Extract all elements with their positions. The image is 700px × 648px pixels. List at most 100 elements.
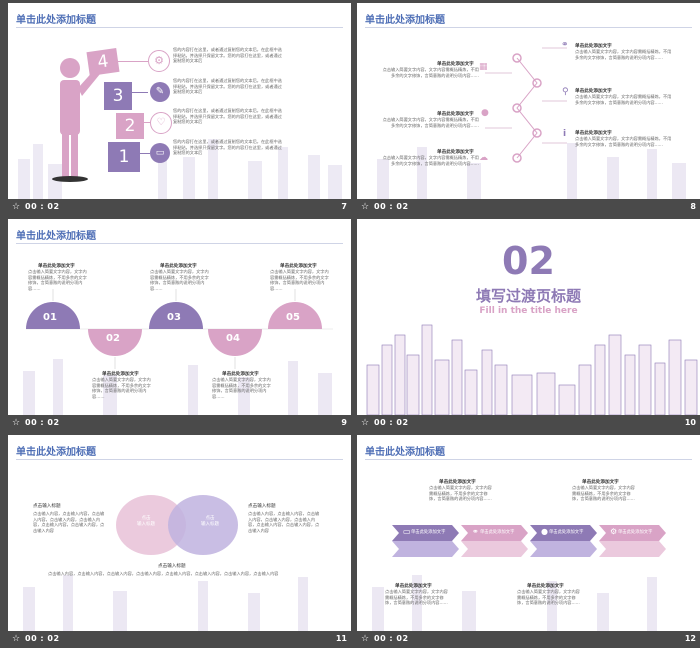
transition-time: 00 : 02 xyxy=(374,634,409,643)
star-icon[interactable]: ☆ xyxy=(361,634,370,644)
item-text: 点击输入简要文字内容，文字内容需概括精炼，不用多余的文字修饰，言简意赅的说明分项… xyxy=(382,67,479,78)
transition-time: 00 : 02 xyxy=(25,634,60,643)
semicircle-steps xyxy=(26,289,333,369)
slide-number: 7 xyxy=(341,202,347,211)
block-text: 点击输入内容，点击输入内容，点击输入内容，点击输入内容，点击输入内容，点击输入内… xyxy=(33,511,105,533)
item-text: 点击输入简要文字内容，文字内容需概括精炼，不用多余的文字修饰，言简意赅的说明分项… xyxy=(212,377,271,399)
star-icon[interactable]: ☆ xyxy=(12,418,21,428)
block-title: 点击输入标题 xyxy=(248,504,276,509)
share-icon: ⚭ xyxy=(472,527,479,536)
slide-title: 单击此处添加标题 xyxy=(365,447,445,458)
item-title: 单击此处添加文字 xyxy=(437,62,474,67)
person-figure-icon xyxy=(52,58,100,182)
step-box-3: 3 xyxy=(104,82,132,110)
star-icon[interactable]: ☆ xyxy=(361,202,370,212)
slide-number: 9 xyxy=(341,418,347,427)
item-title: 单击此处添加文字 xyxy=(575,44,612,49)
slide-number: 8 xyxy=(690,202,696,211)
transition-time: 00 : 02 xyxy=(25,202,60,211)
arrow-label: 单击此处添加文字 xyxy=(618,530,653,535)
item-title: 单击此处添加文字 xyxy=(437,112,474,117)
info-icon: i xyxy=(563,129,567,139)
pencil-icon: ✎ xyxy=(150,82,170,102)
heart-icon: ♡ xyxy=(150,112,172,134)
connector-line xyxy=(140,153,150,154)
item-title: 单击此处添加文字 xyxy=(437,150,474,155)
slide-title: 单击此处添加标题 xyxy=(16,15,96,26)
section-subtitle: Fill in the title here xyxy=(479,306,578,316)
arrow-label: 单击此处添加文字 xyxy=(549,530,584,535)
item-text: 点击输入简要文字内容，文字内容需概括精炼，不用多余的文字修饰，言简意赅的说明分项… xyxy=(385,589,448,606)
gear-icon: ⚙ xyxy=(610,527,618,536)
chart-icon: ▦ xyxy=(479,62,488,72)
item-text: 点击输入简要文字内容，文字内容需概括精炼，不用多余的文字修饰，言简意赅的说明分项… xyxy=(382,155,479,166)
slide-thumbnail-10[interactable]: 02 填写过渡页标题 Fill in the title here ☆ 00 :… xyxy=(357,219,700,431)
block-title: 点击输入标题 xyxy=(33,504,61,509)
city-skyline-graphic xyxy=(23,359,332,415)
right-circle-label: 点击 输入标题 xyxy=(201,516,219,527)
step-text-2: 您的内容打在这里，或者通过复制您的文本后，在此框中选择粘贴，并选择只保留文字。您… xyxy=(173,108,282,125)
connector-line xyxy=(118,61,148,62)
slide-title: 单击此处添加标题 xyxy=(365,15,445,26)
item-title: 单击此处添加文字 xyxy=(160,264,197,269)
purple-city-skyline-graphic xyxy=(366,324,698,415)
title-divider xyxy=(365,27,692,28)
city-skyline-graphic xyxy=(372,575,657,631)
item-text: 点击输入简要文字内容，文字内容需概括精炼，不用多余的文字修饰，言简意赅的说明分项… xyxy=(150,269,209,291)
item-title: 单击此处添加文字 xyxy=(38,264,75,269)
slide-thumbnail-11[interactable]: 单击此处添加标题 点击 输入标题 点击 输入标题 点击输入标题 点击输入内容，点… xyxy=(8,435,351,647)
block-text: 点击输入内容，点击输入内容，点击输入内容，点击输入内容，点击输入内容，点击输入内… xyxy=(48,571,279,576)
monitor-icon: ▭ xyxy=(403,527,411,536)
item-title: 单击此处添加文字 xyxy=(527,584,564,589)
item-title: 单击此处添加文字 xyxy=(575,131,612,136)
item-text: 点击输入简要文字内容，文字内容需概括精炼，不用多余的文字修饰，言简意赅的说明分项… xyxy=(517,589,580,606)
star-icon[interactable]: ☆ xyxy=(12,634,21,644)
zigzag-timeline xyxy=(485,47,567,163)
step-text-1: 您的内容打在这里，或者通过复制您的文本后，在此框中选择粘贴，并选择只保留文字。您… xyxy=(173,139,282,156)
monitor-icon: ▭ xyxy=(150,143,170,163)
slide-number: 12 xyxy=(684,634,696,643)
slide-thumbnail-12[interactable]: 单击此处添加标题 ▭ ⚭ ● ⚙ 单击此处添加文字 单击此处添加文字 单击此处添… xyxy=(357,435,700,647)
item-text: 点击输入简要文字内容，文字内容需概括精炼，不用多余的文字修饰，言简意赅的说明分项… xyxy=(575,94,672,105)
cloud-icon: ☁ xyxy=(479,153,488,163)
slide-footer: ☆ 00 : 02 7 xyxy=(8,200,351,215)
step-box-1: 1 xyxy=(108,142,140,172)
step-box-4: 4 xyxy=(86,48,120,76)
slide-footer: ☆ 00 : 02 8 xyxy=(357,200,700,215)
arrow-label: 单击此处添加文字 xyxy=(480,530,515,535)
title-divider xyxy=(365,459,692,460)
star-icon[interactable]: ☆ xyxy=(12,202,21,212)
share-icon: ⚭ xyxy=(561,40,569,50)
item-text: 点击输入简要文字内容，文字内容需概括精炼，不用多余的文字修饰，言简意赅的说明分项… xyxy=(92,377,151,399)
item-text: 点击输入简要文字内容，文字内容需概括精炼，不用多余的文字修饰，言简意赅的说明分项… xyxy=(270,269,329,291)
item-title: 单击此处添加文字 xyxy=(222,372,259,377)
title-divider xyxy=(16,459,343,460)
step-label-02: 02 xyxy=(106,333,120,344)
slide-footer: ☆ 00 : 02 11 xyxy=(8,632,351,647)
user-icon: ● xyxy=(541,527,548,536)
block-title: 点击输入标题 xyxy=(158,564,186,569)
item-title: 单击此处添加文字 xyxy=(395,584,432,589)
item-text: 点击输入简要文字内容，文字内容需概括精炼，不用多余的文字修饰，言简意赅的说明分项… xyxy=(382,117,479,128)
user-icon: ● xyxy=(481,108,489,118)
slide-thumbnail-8[interactable]: 单击此处添加标题 ▦ ● ☁ ⚭ ⚲ i 单 xyxy=(357,3,700,215)
step-text-3: 您的内容打在这里，或者通过复制您的文本后，在此框中选择粘贴，并选择只保留文字。您… xyxy=(173,78,282,95)
step-label-05: 05 xyxy=(286,312,300,323)
item-title: 单击此处添加文字 xyxy=(102,372,139,377)
city-skyline-graphic xyxy=(18,139,342,199)
star-icon[interactable]: ☆ xyxy=(361,418,370,428)
slide-thumbnail-7[interactable]: 单击此处添加标题 4 3 2 1 ⚙ ✎ xyxy=(8,3,351,215)
item-text: 点击输入简要文字内容，文字内容需概括精炼，不用多余的文字修饰，言简意赅的说明分项… xyxy=(28,269,87,291)
slide-footer: ☆ 00 : 02 12 xyxy=(357,632,700,647)
slide-thumbnail-9[interactable]: 单击此处添加标题 01 02 03 04 05 xyxy=(8,219,351,431)
slide-title: 单击此处添加标题 xyxy=(16,447,96,458)
title-divider xyxy=(16,27,343,28)
arrow-process xyxy=(392,525,666,557)
slide-number: 10 xyxy=(684,418,696,427)
block-text: 点击输入内容，点击输入内容，点击输入内容，点击输入内容，点击输入内容，点击输入内… xyxy=(248,511,320,533)
item-text: 点击输入简要文字内容，文字内容需概括精炼，不用多余的文字修饰，言简意赅的说明分项… xyxy=(429,485,492,502)
transition-time: 00 : 02 xyxy=(374,418,409,427)
item-text: 点击输入简要文字内容，文字内容需概括精炼，不用多余的文字修饰，言简意赅的说明分项… xyxy=(575,49,672,60)
title-divider xyxy=(16,243,343,244)
section-number: 02 xyxy=(502,239,555,283)
